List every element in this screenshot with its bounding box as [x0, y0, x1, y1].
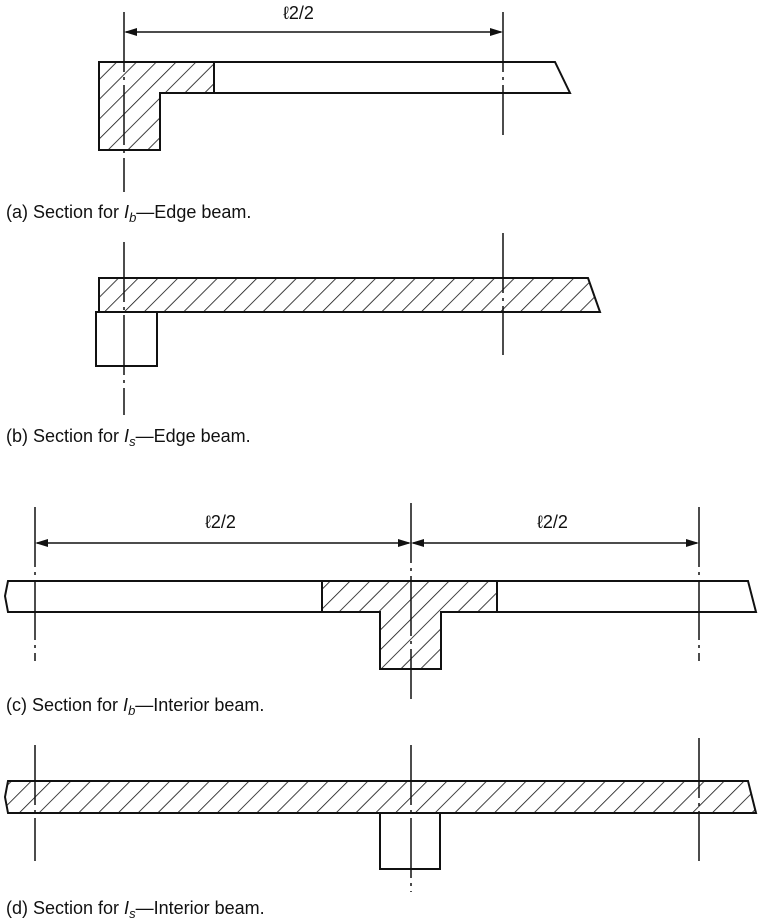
arrowhead-c-2: [398, 539, 411, 547]
panel-d: (d) Section for Is—Interior beam.: [3, 738, 758, 921]
slab-flange-a: [213, 61, 572, 94]
caption-c: (c) Section for Ib—Interior beam.: [6, 695, 264, 718]
slab-left-c: [3, 580, 323, 613]
dimension-label-left-c: ℓ2/2: [205, 512, 236, 532]
arrowhead-c-4: [686, 539, 699, 547]
arrowhead-c-3: [411, 539, 424, 547]
slab-section-d: [3, 780, 758, 814]
panel-c: ℓ2/2 ℓ2/2 (c) Section for Ib—Interior be…: [3, 503, 758, 718]
panel-a: ℓ2/2 (a) Section for Ib—Edge beam.: [6, 3, 572, 225]
beam-stem-b: [95, 311, 158, 367]
beam-section-c: [321, 580, 498, 670]
arrowhead-left-a: [124, 28, 137, 36]
caption-d: (d) Section for Is—Interior beam.: [6, 898, 265, 921]
arrowhead-right-a: [490, 28, 503, 36]
slab-section-b: [98, 277, 602, 313]
slab-right-c: [496, 580, 758, 613]
beam-section-a: [98, 61, 215, 151]
panel-b: (b) Section for Is—Edge beam.: [6, 233, 602, 449]
dimension-label-a: ℓ2/2: [283, 3, 314, 23]
beam-stem-d: [379, 812, 441, 870]
caption-b: (b) Section for Is—Edge beam.: [6, 426, 251, 449]
dimension-label-right-c: ℓ2/2: [537, 512, 568, 532]
caption-a: (a) Section for Ib—Edge beam.: [6, 202, 251, 225]
arrowhead-c-1: [35, 539, 48, 547]
